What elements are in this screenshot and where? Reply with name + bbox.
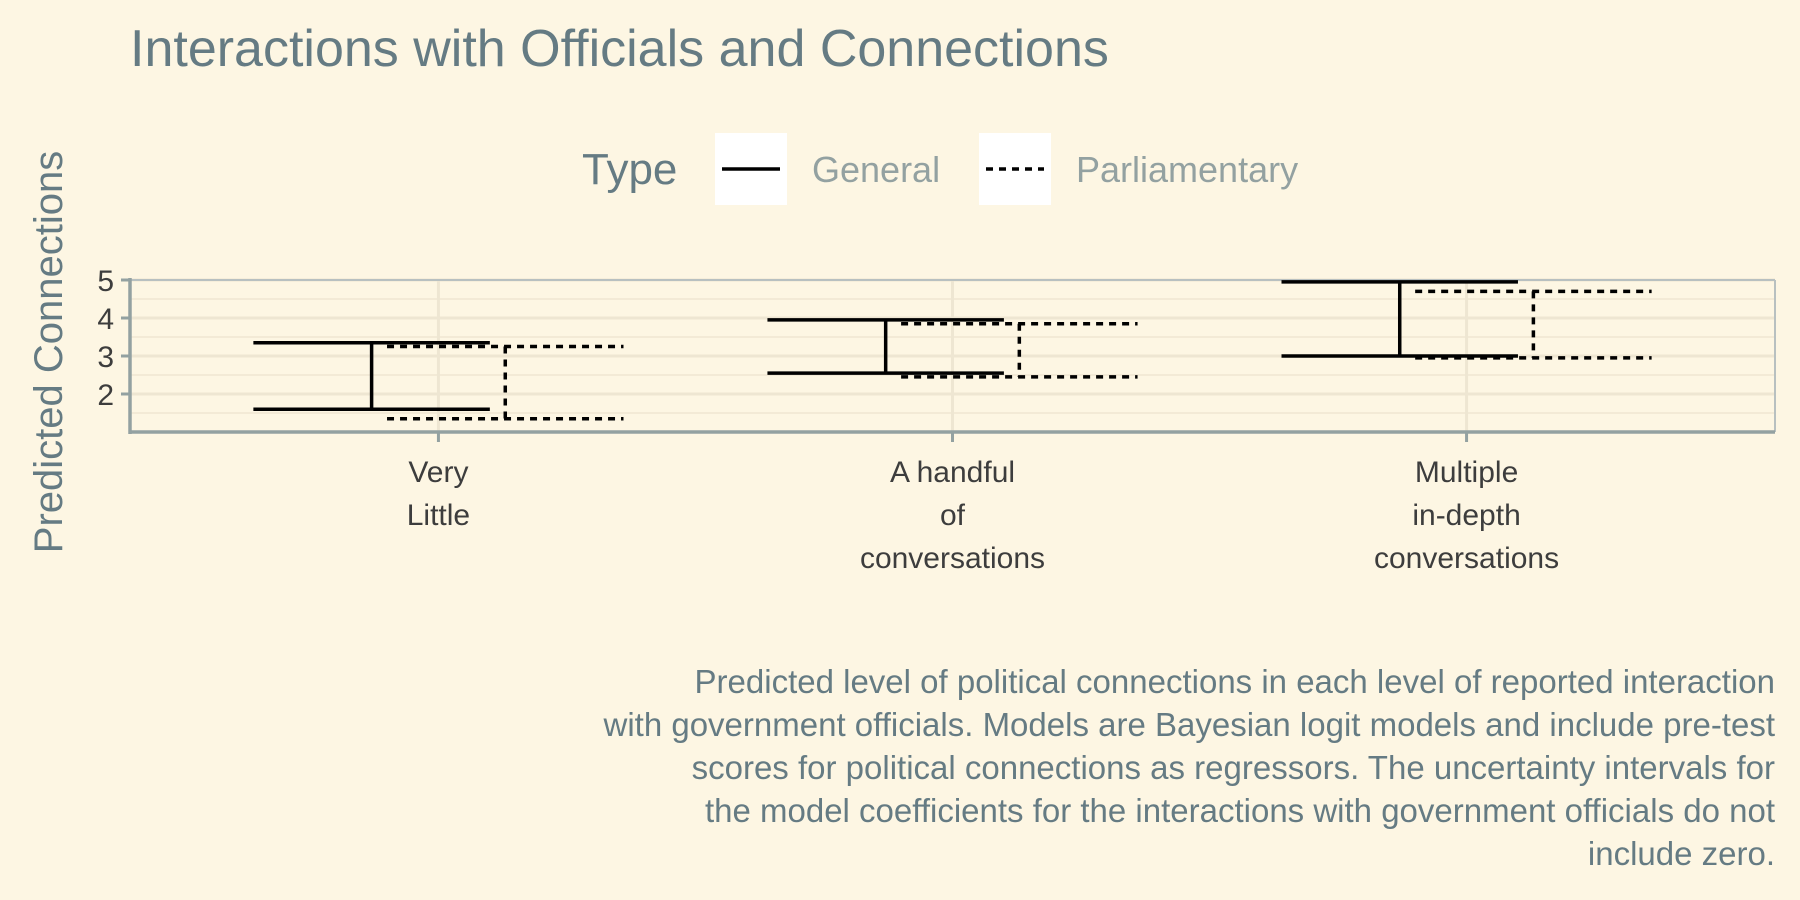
legend-title: Type [582,145,677,194]
x-tick-label-line: conversations [1374,542,1559,575]
errorbar-series-parliamentary [387,289,1652,421]
y-tick-label: 3 [97,341,114,374]
caption-line: the model coefficients for the interacti… [705,792,1775,829]
legend-label-parliamentary: Parliamentary [1076,149,1298,190]
caption: Predicted level of political connections… [603,663,1776,872]
legend-label-general: General [812,149,940,190]
caption-line: Predicted level of political connections… [695,663,1775,700]
x-tick-label-line: Multiple [1415,456,1518,489]
chart-title: Interactions with Officials and Connecti… [130,20,1109,78]
x-tick-label: A handful of conversations [860,456,1045,575]
y-axis-label: Predicted Connections [27,151,71,553]
caption-line: with government officials. Models are Ba… [603,706,1776,743]
x-tick-label-line: conversations [860,542,1045,575]
x-tick-label-line: in-depth [1412,499,1520,532]
x-tick-label: Multiple in-depth conversations [1374,456,1559,575]
caption-line: scores for political connections as regr… [692,749,1775,786]
legend: Type General Parliamentary [582,133,1298,205]
x-tick-label-line: of [940,499,966,532]
y-tick-label: 5 [97,265,114,298]
y-tick-label: 2 [97,379,114,412]
caption-line: include zero. [1588,835,1775,872]
y-tick-label: 4 [97,303,114,336]
errorbar-series-general [253,280,1518,411]
x-tick-label-line: Very [408,456,468,489]
x-tick-label-line: A handful [890,456,1015,489]
x-tick-label-line: Little [407,499,470,532]
